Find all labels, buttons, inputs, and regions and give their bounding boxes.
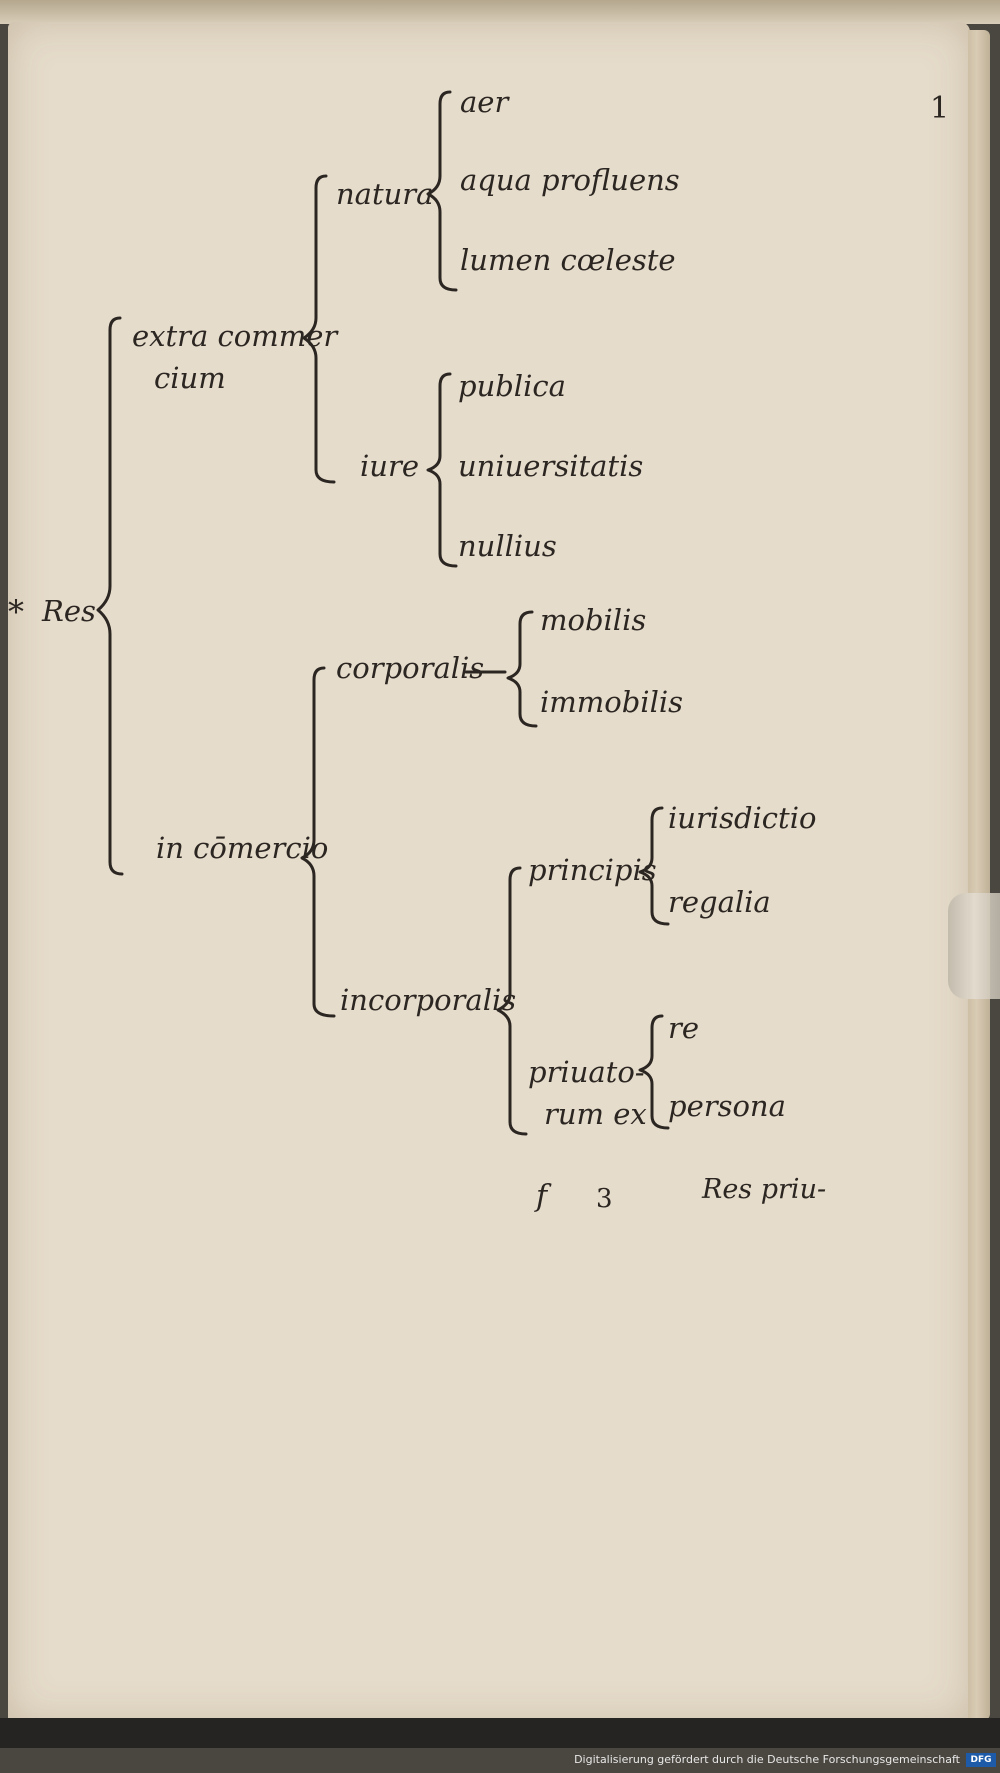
brace-iure — [426, 372, 458, 568]
page-edge — [968, 30, 990, 1720]
leaf-publica: publica — [458, 369, 566, 403]
page — [8, 22, 970, 1722]
leaf-immobilis: immobilis — [540, 685, 684, 719]
leaf-re: re — [668, 1011, 700, 1045]
digitization-credit: Digitalisierung gefördert durch die Deut… — [574, 1753, 960, 1766]
leaf-persona: persona — [668, 1089, 786, 1123]
node-iure: iure — [360, 449, 419, 483]
node-in-comercio: in cōmercio — [156, 831, 329, 865]
node-extra-commercium-line2: cium — [154, 361, 226, 395]
leaf-aer: aer — [460, 85, 509, 119]
brace-priuatorum — [638, 1014, 670, 1130]
signature-mark: f — [536, 1179, 548, 1214]
page-clip — [948, 893, 1000, 999]
leaf-mobilis: mobilis — [540, 603, 647, 637]
brace-in-comercio — [300, 666, 336, 1018]
node-natura: natura — [336, 177, 434, 211]
asterisk-mark: * — [8, 593, 24, 631]
signature-number: 3 — [596, 1184, 613, 1214]
leaf-aqua-profluens: aqua profluens — [460, 163, 680, 197]
node-principis: principis — [528, 853, 657, 887]
node-priuatorum-line1: priuato- — [528, 1055, 645, 1089]
folio-mark: 1 — [930, 91, 949, 126]
brace-principis — [638, 806, 670, 926]
node-incorporalis: incorporalis — [340, 983, 517, 1017]
leaf-lumen-coeleste: lumen cœleste — [460, 243, 676, 277]
node-corporalis: corporalis — [336, 651, 485, 685]
leaf-nullius: nullius — [458, 529, 557, 563]
leaf-uniuersitatis: uniuersitatis — [458, 449, 644, 483]
leaf-regalia: regalia — [668, 885, 771, 919]
dfg-logo: DFG — [966, 1753, 996, 1767]
brace-corporalis — [506, 610, 538, 728]
node-res: Res — [42, 594, 96, 628]
node-extra-commercium-line1: extra commer — [132, 319, 338, 353]
brace-incorporalis — [496, 866, 528, 1136]
scan-footer-bar — [0, 1718, 1000, 1748]
brace-res — [96, 316, 124, 876]
brace-extra-commercium — [302, 174, 336, 484]
leaf-iurisdictio: iurisdictio — [668, 801, 817, 835]
brace-natura — [426, 90, 458, 292]
book-top-edge — [0, 0, 1000, 24]
node-priuatorum-line2: rum ex — [544, 1097, 647, 1131]
catchword: Res priu- — [702, 1174, 827, 1205]
